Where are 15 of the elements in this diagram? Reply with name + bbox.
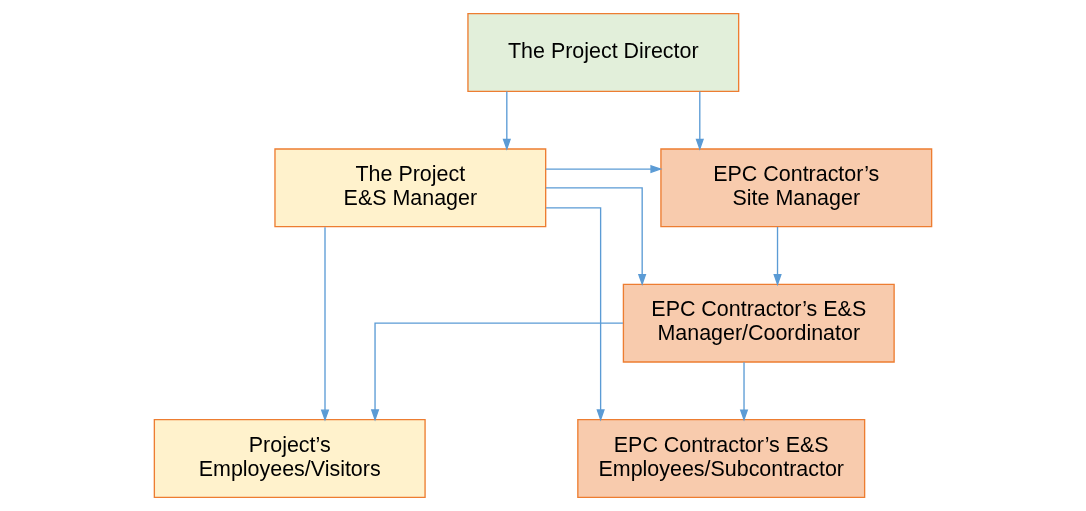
arrow bbox=[320, 226, 330, 422]
node-box: Project’s Employees/Visitors bbox=[153, 419, 426, 499]
node-box: The Project Director bbox=[467, 12, 740, 92]
arrow bbox=[545, 207, 605, 422]
arrow bbox=[502, 90, 512, 151]
arrow bbox=[739, 361, 749, 422]
arrow bbox=[773, 226, 782, 287]
arrow bbox=[370, 322, 624, 422]
arrow bbox=[545, 187, 647, 287]
arrow bbox=[545, 164, 663, 174]
node-box: The Project E&S Manager bbox=[274, 148, 547, 228]
arrow bbox=[695, 90, 705, 151]
node-box: EPC Contractor’s E&S Employees/Subcontractor bbox=[577, 419, 866, 499]
node-box: EPC Contractor’s E&S Manager/Coordinator bbox=[622, 283, 895, 363]
node-box: EPC Contractor’s Site Manager bbox=[660, 148, 933, 228]
